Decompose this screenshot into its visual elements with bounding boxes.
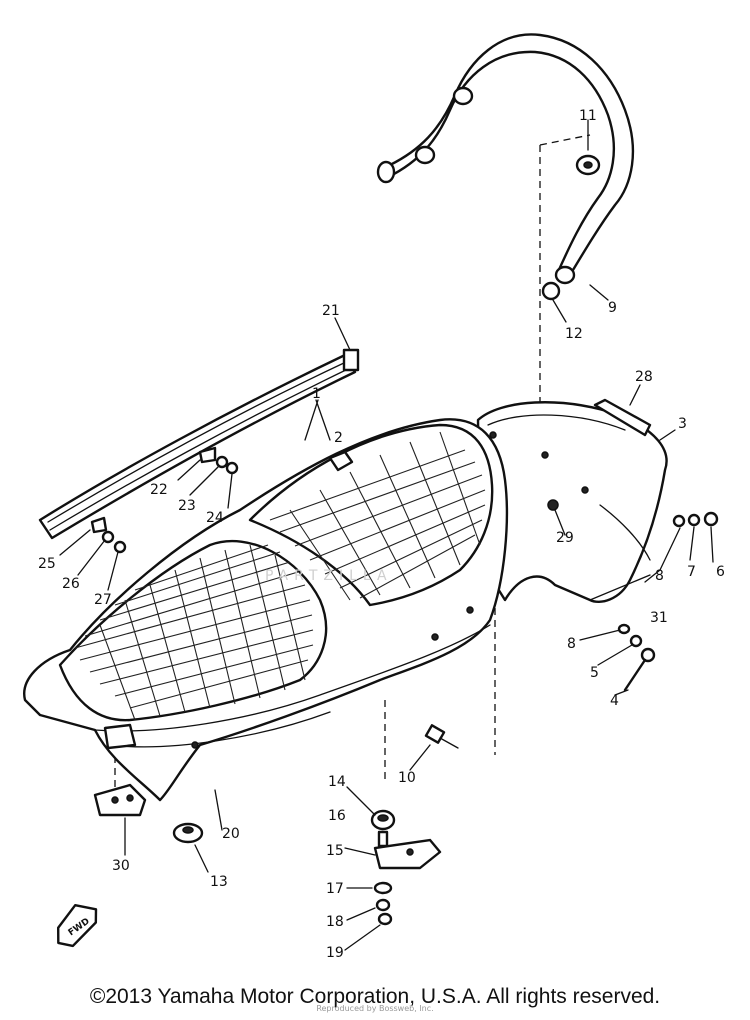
callout-28: 28 <box>635 369 653 385</box>
callout-30: 30 <box>112 858 130 874</box>
callout-numbers: 1 2 3 4 5 6 7 8 8 9 10 11 12 13 14 15 16… <box>38 108 725 961</box>
callout-13: 13 <box>210 874 228 890</box>
damper <box>541 281 561 301</box>
callout-10: 10 <box>398 770 416 786</box>
tail-bracket <box>593 398 652 437</box>
callout-4: 4 <box>610 693 619 709</box>
side-trim-strip <box>38 348 360 540</box>
callout-6: 6 <box>716 564 725 580</box>
callout-5: 5 <box>590 665 599 681</box>
callout-8a: 8 <box>655 568 664 584</box>
seat-hook <box>103 723 137 750</box>
callout-2: 2 <box>334 430 343 446</box>
callout-19: 19 <box>326 945 344 961</box>
callout-11: 11 <box>579 108 597 124</box>
callout-15: 15 <box>326 843 344 859</box>
tail-fasteners <box>547 499 719 692</box>
seat-clip <box>328 450 354 472</box>
callout-21: 21 <box>322 303 340 319</box>
credit-text: Reproduced by Bossweb, Inc. <box>316 1004 434 1013</box>
callout-7: 7 <box>687 564 696 580</box>
grab-rail <box>376 33 635 285</box>
callout-17: 17 <box>326 881 344 897</box>
callout-1: 1 <box>312 386 321 402</box>
seat-assembly <box>23 418 509 802</box>
leader-lines <box>59 119 714 951</box>
front-direction-arrow: FWD <box>56 903 98 948</box>
trim-screws <box>90 446 239 554</box>
watermark: PARTZILLA <box>265 568 393 584</box>
callout-9: 9 <box>608 300 617 316</box>
callout-31: 31 <box>650 610 668 626</box>
copyright-notice: ©2013 Yamaha Motor Corporation, U.S.A. A… <box>89 985 661 1008</box>
callout-20: 20 <box>222 826 240 842</box>
callout-8b: 8 <box>567 636 576 652</box>
callout-26: 26 <box>62 576 80 592</box>
callout-12: 12 <box>565 326 583 342</box>
callout-25: 25 <box>38 556 56 572</box>
mount-bolt <box>424 724 459 749</box>
hinge-bracket <box>93 783 147 817</box>
callout-16: 16 <box>328 808 346 824</box>
collar-hole <box>583 161 593 169</box>
seat-lock-parts <box>370 809 442 926</box>
callout-3: 3 <box>678 416 687 432</box>
callout-23: 23 <box>178 498 196 514</box>
callout-29: 29 <box>556 530 574 546</box>
tail-cover <box>476 401 668 603</box>
callout-14: 14 <box>328 774 346 790</box>
callout-22: 22 <box>150 482 168 498</box>
callout-27: 27 <box>94 592 112 608</box>
callout-24: 24 <box>206 510 224 526</box>
callout-18: 18 <box>326 914 344 930</box>
